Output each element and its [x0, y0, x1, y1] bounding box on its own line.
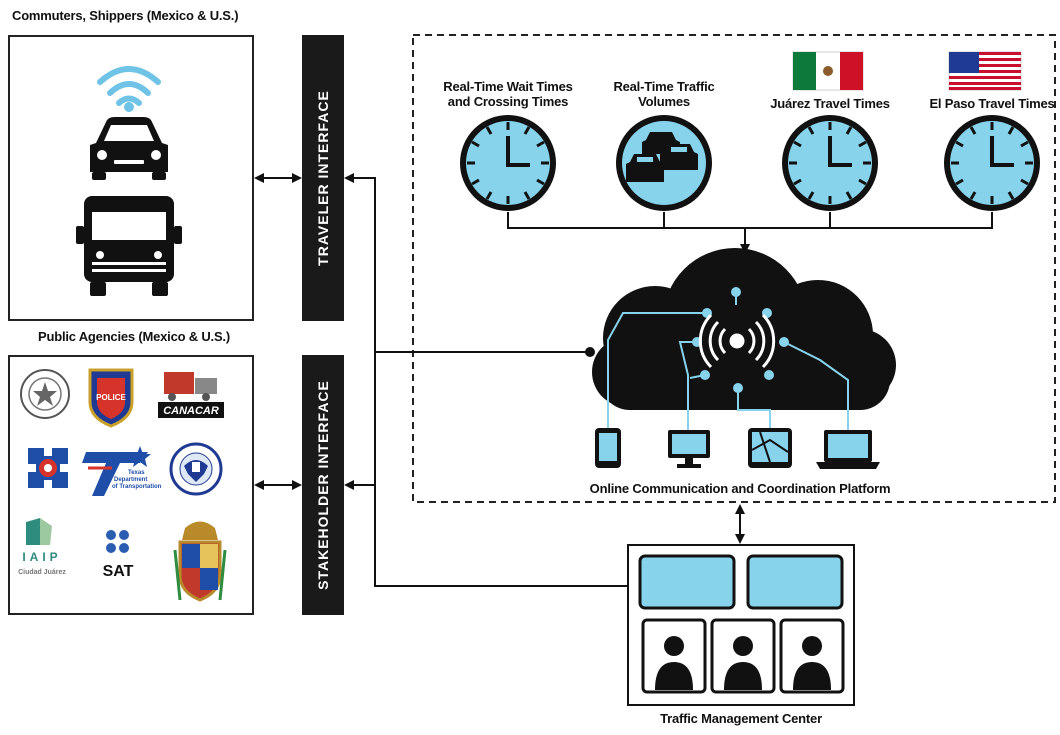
traffic-volume-clock [616, 115, 712, 211]
truck-icon [76, 196, 182, 296]
clock-label-traffic-volumes: Real-Time Traffic Volumes [613, 79, 714, 109]
traveler-connector [344, 173, 628, 587]
monitor-icon [668, 430, 710, 468]
operator-icons [655, 636, 831, 690]
map-device-icon [748, 428, 792, 468]
fire-department-icon [28, 448, 68, 488]
txdot-text-3: of Transportation [112, 484, 162, 490]
clock-wait-times [460, 115, 556, 211]
txdot-logo: Texas Department of Transportation [82, 446, 162, 496]
iaip-text: IAIP [22, 550, 61, 564]
tmc-screens [638, 554, 844, 610]
clock-bus [507, 212, 993, 229]
cloud-nodes [692, 287, 789, 393]
clock-label-juarez: Juárez Travel Times [770, 96, 890, 111]
police-badge-icon: POLICE [88, 368, 134, 428]
broadcast-icon [698, 313, 776, 369]
tablet-icon [595, 428, 621, 468]
clock-label-wait-times: Real-Time Wait Times and Crossing Times [443, 79, 573, 109]
us-flag-icon [948, 51, 1022, 91]
laptop-icon [816, 430, 880, 469]
users-box-title: Commuters, Shippers (Mexico & U.S.) [12, 8, 239, 23]
clock-juarez [782, 115, 878, 211]
cloud-connector-dot [585, 347, 595, 357]
sat-logo: SAT [103, 530, 134, 580]
wifi-icon [97, 66, 161, 106]
canacar-logo: CANACAR [158, 372, 224, 418]
mexico-flag-icon [792, 51, 864, 91]
clock-label-traffic-line2: Volumes [638, 94, 690, 109]
stakeholder-interface-bar: STAKEHOLDER INTERFACE [302, 355, 344, 615]
iaip-subtext: Ciudad Juárez [18, 569, 66, 576]
iaip-logo: IAIP Ciudad Juárez [18, 518, 66, 576]
txdot-text-1: Texas [128, 470, 145, 476]
canacar-text: CANACAR [163, 405, 219, 417]
agencies-box-title: Public Agencies (Mexico & U.S.) [38, 329, 230, 344]
txdot-text-2: Department [114, 477, 147, 483]
tmc-label: Traffic Management Center [660, 711, 822, 726]
coat-of-arms-icon [173, 521, 227, 602]
city-seal-icon [20, 369, 70, 419]
sat-text: SAT [103, 563, 134, 580]
police-badge-text: POLICE [96, 393, 126, 402]
dhs-seal-icon [169, 442, 223, 496]
clock-label-traffic-line1: Real-Time Traffic [613, 79, 715, 94]
platform-dashed-border [412, 34, 1056, 503]
traffic-cars-icon [626, 132, 698, 182]
clock-el-paso [944, 115, 1040, 211]
clock-label-wait-times-line1: Real-Time Wait Times [443, 79, 573, 94]
clock-label-el-paso: El Paso Travel Times [929, 96, 1055, 111]
cloud-network [607, 296, 849, 430]
cloud-shape [592, 248, 896, 410]
traveler-interface-bar: TRAVELER INTERFACE [302, 35, 344, 321]
platform-label: Online Communication and Coordination Pl… [589, 481, 891, 496]
clock-label-wait-times-line2: and Crossing Times [447, 94, 569, 109]
